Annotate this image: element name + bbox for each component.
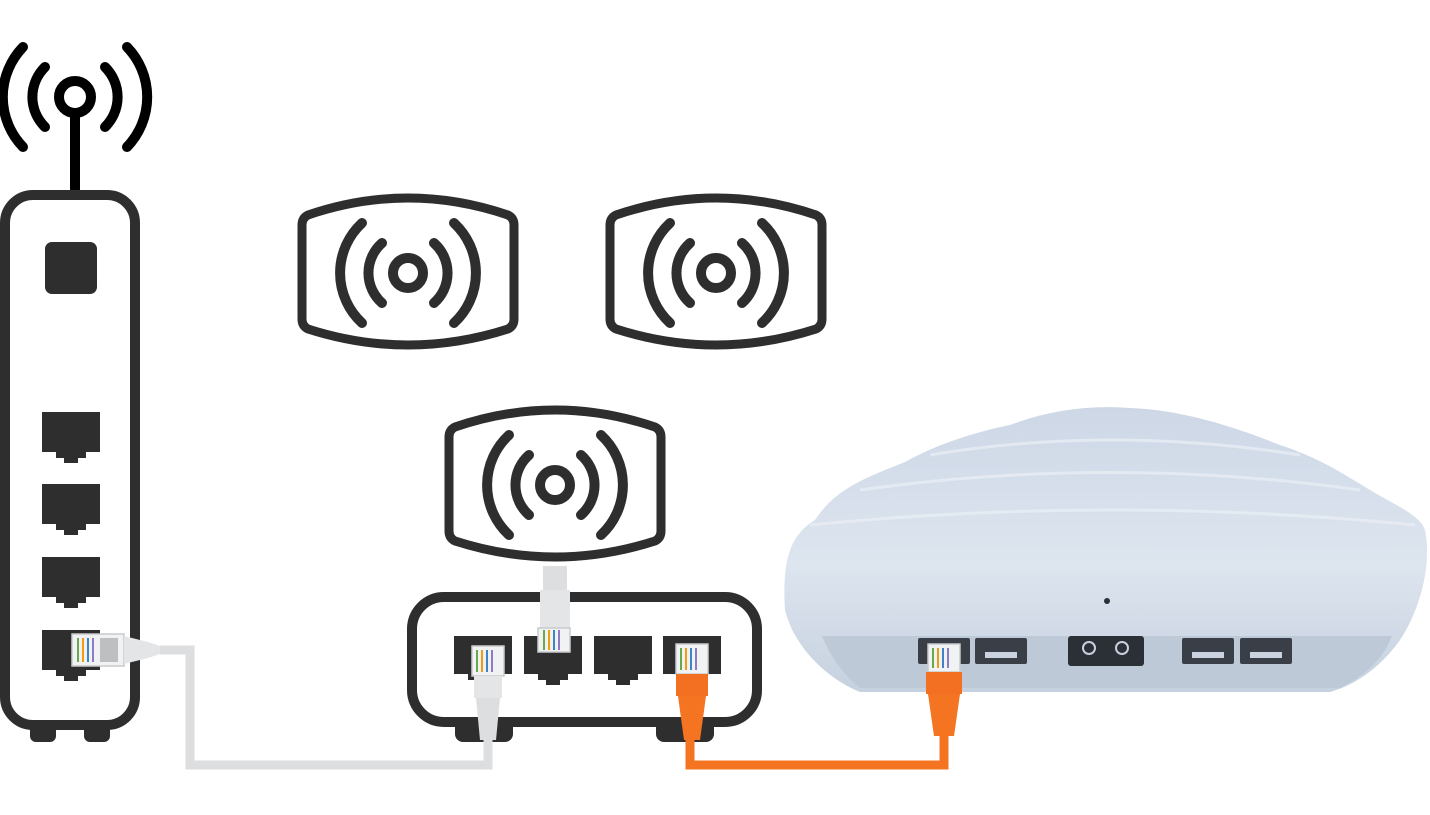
mesh-router-led [1104, 598, 1110, 604]
mesh-router [784, 407, 1428, 692]
access-point-2 [605, 193, 827, 350]
wifi-router [0, 42, 153, 742]
access-point-signal-icon [335, 218, 481, 328]
orange-ethernet-cable [675, 643, 962, 770]
access-point-signal-icon [643, 218, 789, 328]
broadcast-antenna-icon [0, 42, 153, 192]
access-point-3 [444, 405, 666, 562]
router-foot-right [84, 724, 110, 742]
router-lan-ports [42, 412, 100, 681]
mesh-port-2 [975, 638, 1027, 664]
mesh-port-4 [1240, 638, 1292, 664]
access-point-1 [297, 193, 519, 350]
router-port-2 [42, 484, 100, 535]
grey-ethernet-cable [71, 566, 571, 770]
mesh-port-3 [1182, 638, 1234, 664]
router-foot-left [30, 724, 56, 742]
router-indicator [45, 242, 97, 294]
router-port-3 [42, 557, 100, 608]
access-point-signal-icon [482, 430, 628, 540]
mesh-power-port [1068, 636, 1144, 666]
router-port-1 [42, 412, 100, 463]
mesh-router-ridges [809, 438, 1416, 527]
grey-cable-line [160, 645, 493, 770]
orange-cable-line [685, 732, 949, 770]
switch-port-3 [594, 636, 652, 685]
